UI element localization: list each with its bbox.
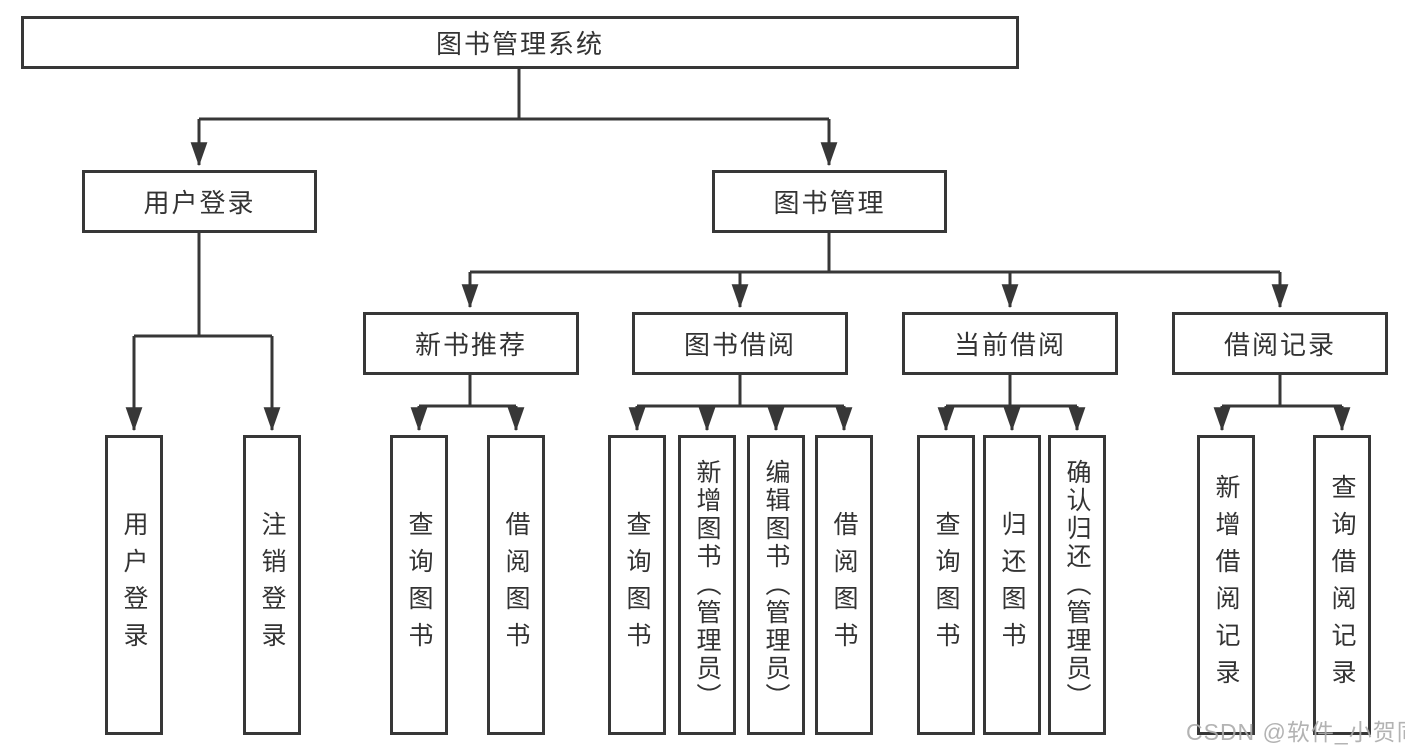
leaf-records-add-record-label: 新增借阅记录 [1212, 474, 1240, 696]
node-new-book-recommend-label: 新书推荐 [414, 330, 527, 360]
node-borrowing-records: 借阅记录 [1172, 312, 1388, 375]
leaf-records-add-record: 新增借阅记录 [1197, 435, 1255, 735]
leaf-logout: 注销登录 [243, 435, 301, 735]
leaf-newbook-query-books: 查询图书 [390, 435, 448, 735]
leaf-logout-label: 注销登录 [258, 511, 286, 659]
leaf-current-confirm-return-admin: 确认归还（管理员） [1048, 435, 1106, 735]
node-current-borrowing-label: 当前借阅 [953, 330, 1066, 360]
leaf-newbook-borrow-books: 借阅图书 [487, 435, 545, 735]
leaf-borrow-add-books-admin-label: 新增图书（管理员） [693, 459, 721, 711]
node-root-system: 图书管理系统 [21, 16, 1019, 69]
leaf-current-query-books-label: 查询图书 [932, 511, 960, 659]
leaf-current-query-books: 查询图书 [917, 435, 975, 735]
csdn-watermark: CSDN @软件_小贺同学 [1186, 719, 1405, 745]
leaf-user-login: 用户登录 [105, 435, 163, 735]
leaf-borrow-query-books-label: 查询图书 [623, 511, 651, 659]
leaf-borrow-query-books: 查询图书 [608, 435, 666, 735]
node-book-borrowing: 图书借阅 [632, 312, 848, 375]
node-user-login: 用户登录 [82, 170, 317, 233]
leaf-borrow-edit-books-admin-label: 编辑图书（管理员） [762, 459, 790, 711]
node-new-book-recommend: 新书推荐 [363, 312, 579, 375]
leaf-records-query-record-label: 查询借阅记录 [1328, 474, 1356, 696]
leaf-current-return-books-label: 归还图书 [998, 511, 1026, 659]
node-user-login-label: 用户登录 [143, 188, 256, 218]
leaf-newbook-borrow-books-label: 借阅图书 [502, 511, 530, 659]
leaf-borrow-borrow-books-label: 借阅图书 [830, 511, 858, 659]
node-root-label: 图书管理系统 [435, 29, 604, 59]
leaf-newbook-query-books-label: 查询图书 [405, 511, 433, 659]
leaf-borrow-borrow-books: 借阅图书 [815, 435, 873, 735]
leaf-current-return-books: 归还图书 [983, 435, 1041, 735]
leaf-user-login-label: 用户登录 [120, 511, 148, 659]
leaf-records-query-record: 查询借阅记录 [1313, 435, 1371, 735]
node-borrowing-records-label: 借阅记录 [1223, 330, 1336, 360]
node-current-borrowing: 当前借阅 [902, 312, 1118, 375]
leaf-current-confirm-return-admin-label: 确认归还（管理员） [1063, 459, 1091, 711]
leaf-borrow-add-books-admin: 新增图书（管理员） [678, 435, 736, 735]
node-book-management-label: 图书管理 [773, 188, 886, 218]
leaf-borrow-edit-books-admin: 编辑图书（管理员） [747, 435, 805, 735]
node-book-management: 图书管理 [712, 170, 947, 233]
node-book-borrowing-label: 图书借阅 [683, 330, 796, 360]
